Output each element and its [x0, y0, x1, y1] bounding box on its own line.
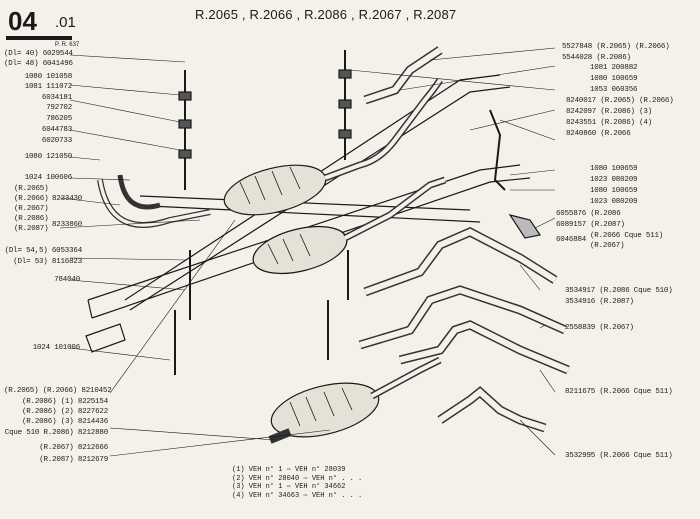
label-right-6: 8240017 (R.2065) (R.2066) [566, 97, 674, 105]
label-right-14: 6055876 (R.2086 [556, 210, 621, 218]
label-left-10: 1080 121050 [24, 153, 73, 161]
label-left-12: (R.2065) [14, 185, 49, 193]
label-bottom-6: (R.2067) 8212666 [39, 444, 108, 452]
label-left-7: 786205 [46, 115, 72, 123]
page-number: 04 [8, 6, 37, 36]
label-left-20: (Dl= 53) 8116823 [13, 258, 82, 266]
label-right-21: 2558839 (R.2067) [565, 324, 634, 332]
label-bottom-2: (R.2086) (1) 8225154 [21, 398, 108, 406]
label-left-14: (R.2067) [14, 205, 49, 213]
label-bottom-1: (R.2065) (R.2066) 8210452 [4, 387, 112, 395]
legend-line-1: (1) VEH n° 1 ⇨ VEH n° 28039 [232, 466, 346, 474]
label-left-8: 6044783 [41, 126, 72, 134]
legend-line-3: (3) VEH n° 1 ⇨ VEH n° 34662 [232, 483, 346, 491]
label-right-18: (R.2067) [590, 242, 625, 250]
label-left-3: 1080 101058 [24, 73, 73, 81]
label-left-5: 6034181 [41, 94, 72, 102]
label-left-22: 1024 101006 [32, 344, 81, 352]
label-left-19: (Dl= 54,5) 6053364 [4, 247, 83, 255]
label-right-2: 5544028 (R.2086) [562, 54, 631, 62]
label-bottom-3: (R.2086) (2) 8227622 [21, 408, 108, 416]
label-bottom-4: (R.2086) (3) 8214436 [21, 418, 108, 426]
label-right-20: 3534916 (R.2087) [565, 298, 634, 306]
label-right-3: 1081 200882 [590, 64, 638, 72]
label-bottom-5: Cque 510 R.2086) 8212880 [4, 429, 108, 437]
label-left-15: (R.2086) [14, 215, 49, 223]
label-right-5: 1053 060356 [590, 86, 638, 94]
label-right-16: 6046884 [556, 236, 587, 244]
label-right-4: 1080 100659 [590, 75, 638, 83]
label-right-22: 8211675 (R.2066 Cque 511) [565, 388, 673, 396]
label-right-19: 3534917 (R.2086 Cque 510) [565, 287, 673, 295]
label-right-8: 8243551 (R.2086) (4) [566, 119, 653, 127]
legend-line-4: (4) VEH n° 34663 ⇨ VEH n° . . . [232, 491, 363, 500]
label-left-11: 1024 100606 [24, 174, 73, 182]
page-title: R.2065 , R.2066 , R.2086 , R.2067 , R.20… [195, 7, 457, 22]
vehicle-number-legend: (1) VEH n° 1 ⇨ VEH n° 28039 (2) VEH n° 2… [232, 466, 362, 500]
header-rule [6, 36, 72, 40]
label-left-18: 8233860 [52, 221, 83, 229]
label-left-13: (R.2066) [14, 195, 49, 203]
label-right-7: 8242097 (R.2086) (3) [566, 108, 653, 116]
label-left-4: 1081 111072 [24, 83, 73, 91]
legend-line-2: (2) VEH n° 28040 ⇨ VEH n° . . . [232, 474, 363, 483]
label-left-17: 8233430 [52, 195, 83, 203]
label-right-23: 3532995 (R.2066 Cque 511) [565, 452, 673, 460]
label-left-1: (Dl= 40) 6029544 [4, 50, 73, 58]
pr-reference: P. R. 637 [55, 42, 80, 48]
label-left-16: (R.2087) [14, 225, 49, 233]
label-right-12: 1080 100659 [590, 187, 638, 195]
label-left-21: 784040 [54, 276, 80, 284]
label-right-11: 1023 080209 [590, 176, 638, 184]
label-right-15: 6089157 (R.2087) [556, 221, 625, 229]
label-left-9: 6020733 [41, 137, 72, 145]
label-right-17: (R.2066 Cque 511) [590, 232, 664, 240]
label-left-2: (Dl= 48) 6041496 [4, 60, 73, 68]
label-bottom-7: (R.2087) 8212679 [39, 456, 108, 464]
label-right-10: 1080 100659 [590, 165, 638, 173]
label-right-9: 8240860 (R.2066 [566, 130, 631, 138]
label-right-1: 5527848 (R.2065) (R.2066) [562, 43, 670, 51]
label-right-13: 1023 080209 [590, 198, 638, 206]
page-subnumber: .01 [55, 14, 76, 31]
label-left-6: 792702 [46, 104, 72, 112]
